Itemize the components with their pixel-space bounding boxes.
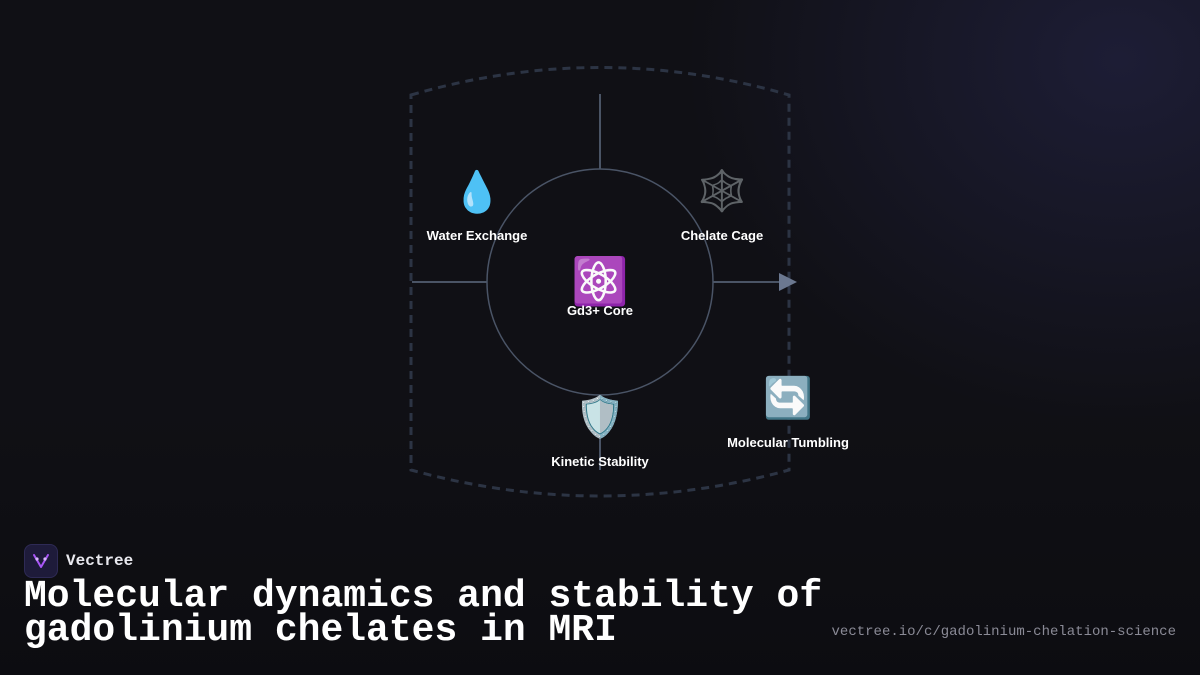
rotate-arrows-icon: 🔄 [763,375,813,421]
dashed-boundary [409,66,791,498]
core-node: ⚛️ Gd3+ Core [567,255,633,318]
water-exchange-label: Water Exchange [427,228,528,243]
vectree-logo-icon [24,544,58,578]
page-title: Molecular dynamics and stability of gado… [24,575,823,652]
node-water-exchange: 💧 Water Exchange [427,169,528,243]
molecular-tumbling-label: Molecular Tumbling [727,435,849,450]
core-label: Gd3+ Core [567,303,633,318]
atom-icon: ⚛️ [571,255,628,308]
node-chelate-cage: 🕸️ Chelate Cage [681,168,763,243]
water-drop-icon: 💧 [452,169,502,215]
shield-icon: 🛡️ [575,394,625,440]
right-arrowhead [779,273,797,291]
source-url[interactable]: vectree.io/c/gadolinium-chelation-scienc… [831,624,1176,640]
spider-web-icon: 🕸️ [697,168,747,214]
node-kinetic-stability: 🛡️ Kinetic Stability [551,394,649,469]
brand: Vectree [24,544,133,578]
brand-name: Vectree [66,552,134,570]
chelate-cage-label: Chelate Cage [681,228,763,243]
node-molecular-tumbling: 🔄 Molecular Tumbling [727,375,849,450]
kinetic-stability-label: Kinetic Stability [551,454,649,469]
chelation-diagram: ⚛️ Gd3+ Core 💧 Water Exchange 🕸️ Chelate… [409,66,849,498]
core-circle [486,168,714,396]
